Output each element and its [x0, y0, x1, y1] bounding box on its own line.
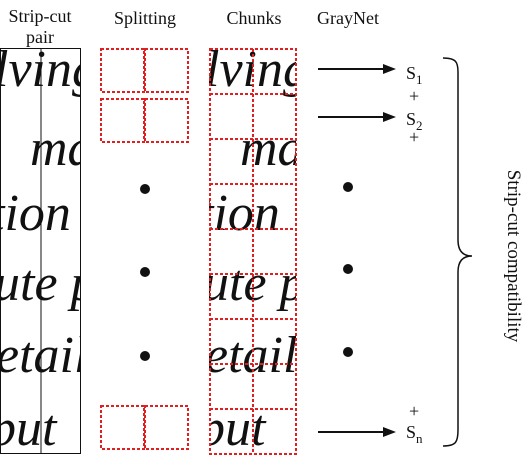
score-sn: Sn: [406, 422, 423, 446]
chunks-column: lving ma tion ute p etail put: [199, 48, 306, 455]
pair-text-row-4: ute p: [0, 255, 97, 312]
chunk-grid: [209, 48, 297, 455]
split-box: [100, 98, 145, 143]
pair-text-row-1: lving: [0, 41, 98, 98]
split-box: [100, 48, 145, 93]
split-box: [144, 98, 189, 143]
split-box: [144, 48, 189, 93]
strip-cut-pair: lving ma tion ute p etail put: [0, 41, 98, 456]
ellipsis-dot: [343, 264, 353, 274]
plus-n: +: [409, 401, 419, 421]
pair-text-row-2: ma: [30, 120, 94, 177]
graynet-arrows: [318, 64, 396, 437]
arrow-s1: [318, 64, 396, 74]
header-chunks: Chunks: [226, 8, 281, 28]
score-s2: S2: [406, 109, 423, 133]
chunk-text-row-2: ma: [240, 120, 304, 177]
split-box: [100, 405, 145, 450]
chunk-text-row-5: etail: [205, 327, 297, 384]
chunk-text-row-4: ute p: [203, 255, 306, 312]
ellipsis-dot: [343, 182, 353, 192]
header-splitting: Splitting: [114, 8, 176, 28]
arrow-s2: [318, 112, 396, 122]
ellipsis-dot: [140, 351, 150, 361]
header-graynet: GrayNet: [317, 8, 379, 28]
ellipsis-dot: [140, 267, 150, 277]
curly-brace: [442, 57, 473, 447]
ellipsis-dot: [140, 184, 150, 194]
strip-cut-compatibility-label: Strip-cut compatibility: [503, 170, 524, 343]
score-s1: S1: [406, 63, 423, 87]
plus-2: +: [409, 127, 419, 147]
chunk-text-row-3: tion: [199, 185, 280, 242]
header-pair-line2: pair: [26, 27, 54, 47]
scores: S1 + S2 + + Sn: [406, 63, 423, 446]
header-pair-line1: Strip-cut: [9, 6, 72, 26]
splitting-ellipsis: [140, 184, 150, 361]
pair-text-row-3: tion: [0, 185, 71, 242]
split-box: [144, 405, 189, 450]
arrow-sn: [318, 427, 396, 437]
splitting-column: [100, 48, 189, 450]
plus-1: +: [409, 86, 419, 106]
pair-text-row-5: etail: [0, 327, 88, 384]
ellipsis-dot: [343, 347, 353, 357]
pair-text-row-6: put: [0, 400, 58, 456]
graynet-ellipsis: [343, 182, 353, 357]
